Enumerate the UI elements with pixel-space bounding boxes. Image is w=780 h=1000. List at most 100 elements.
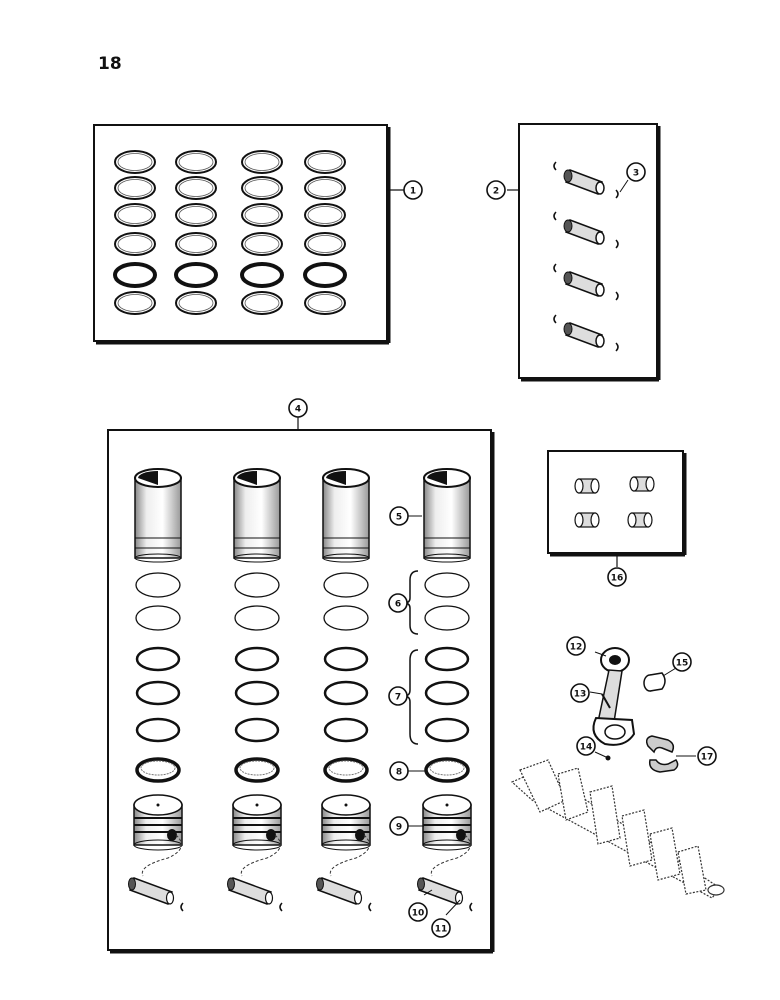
- piston-ring: [241, 176, 283, 200]
- compression-ring: [323, 646, 369, 672]
- compression-ring: [135, 717, 181, 743]
- callout-1: 1: [403, 180, 423, 200]
- oil-ring: [234, 757, 280, 783]
- cylinder-sleeve: [423, 468, 471, 563]
- cylinder-sleeve: [233, 468, 281, 563]
- piston: [133, 794, 183, 877]
- sleeve-seal-ring: [234, 572, 280, 598]
- callout-8: 8: [389, 761, 409, 781]
- callout-label: 7: [395, 693, 401, 703]
- pin-bushing-15: [643, 667, 677, 692]
- callout-12: 12: [566, 636, 586, 656]
- bearing-shells-17: [645, 735, 696, 773]
- piston-ring: [175, 291, 217, 315]
- piston-ring: [175, 203, 217, 227]
- piston-ring: [175, 176, 217, 200]
- callout-label: 3: [633, 169, 639, 179]
- piston-ring: [114, 203, 156, 227]
- callout-label: 10: [412, 909, 425, 919]
- piston-ring: [114, 232, 156, 256]
- piston-ring: [175, 150, 217, 174]
- piston-ring: [174, 262, 218, 288]
- sleeve-seal-ring: [323, 572, 369, 598]
- callout-7: 7: [388, 686, 408, 706]
- compression-ring: [323, 680, 369, 706]
- piston-pin: [553, 263, 619, 301]
- piston-ring: [114, 176, 156, 200]
- sleeve-piston-kit-box: [107, 417, 495, 954]
- callout-14: 14: [576, 736, 596, 756]
- piston-ring: [303, 262, 347, 288]
- callout-label: 15: [676, 659, 689, 669]
- piston-ring: [241, 150, 283, 174]
- callout-label: 12: [570, 643, 583, 653]
- callout-13: 13: [570, 683, 590, 703]
- bushing: [574, 478, 600, 494]
- oil-ring: [424, 757, 470, 783]
- piston-ring: [304, 150, 346, 174]
- compression-ring: [135, 680, 181, 706]
- cylinder-sleeve: [134, 468, 182, 563]
- snap-ring: [180, 902, 184, 912]
- callout-15: 15: [672, 652, 692, 672]
- callout-label: 11: [435, 925, 448, 935]
- piston-ring: [304, 232, 346, 256]
- callout-16: 16: [607, 567, 627, 587]
- callout-6: 6: [388, 593, 408, 613]
- callout-2: 2: [486, 180, 506, 200]
- callout-label: 17: [701, 753, 714, 763]
- piston: [321, 794, 371, 877]
- compression-ring: [323, 717, 369, 743]
- compression-ring: [424, 717, 470, 743]
- callout-label: 16: [611, 574, 624, 584]
- callout-label: 1: [410, 187, 416, 197]
- piston-ring: [241, 291, 283, 315]
- bushing: [627, 512, 653, 528]
- dowel-14: [605, 755, 611, 761]
- piston: [422, 794, 472, 877]
- sleeve-seal-ring: [323, 605, 369, 631]
- piston: [232, 794, 282, 877]
- oil-ring: [323, 757, 369, 783]
- piston-ring: [304, 203, 346, 227]
- snap-ring: [279, 902, 283, 912]
- callout-5: 5: [389, 506, 409, 526]
- sleeve-seal-ring: [234, 605, 280, 631]
- wrist-pin: [227, 877, 274, 905]
- snap-ring: [368, 902, 372, 912]
- callout-11: 11: [431, 918, 451, 938]
- piston-pin: [553, 211, 619, 249]
- bushing-set-box: [547, 450, 687, 567]
- sleeve-seal-ring: [135, 572, 181, 598]
- oil-ring: [135, 757, 181, 783]
- snap-ring: [469, 902, 473, 912]
- piston-ring: [241, 203, 283, 227]
- sleeve-seal-ring: [424, 572, 470, 598]
- compression-ring: [135, 646, 181, 672]
- compression-ring: [234, 680, 280, 706]
- callout-label: 5: [396, 513, 402, 523]
- bushing: [629, 476, 655, 492]
- piston-ring: [240, 262, 284, 288]
- callout-17: 17: [697, 746, 717, 766]
- crankshaft: [510, 759, 725, 899]
- wrist-pin: [417, 877, 464, 905]
- piston-pin: [553, 161, 619, 199]
- compression-ring: [234, 646, 280, 672]
- piston-ring: [241, 232, 283, 256]
- callout-4: 4: [288, 398, 308, 418]
- piston-ring: [175, 232, 217, 256]
- compression-ring: [234, 717, 280, 743]
- wrist-pin: [128, 877, 175, 905]
- callout-label: 14: [580, 743, 593, 753]
- compression-ring: [424, 680, 470, 706]
- piston-ring: [114, 150, 156, 174]
- callout-label: 4: [295, 405, 301, 415]
- compression-ring: [424, 646, 470, 672]
- callout-label: 9: [396, 823, 402, 833]
- callout-label: 13: [574, 690, 587, 700]
- cylinder-sleeve: [322, 468, 370, 563]
- wrist-pin: [316, 877, 363, 905]
- callout-label: 6: [395, 600, 401, 610]
